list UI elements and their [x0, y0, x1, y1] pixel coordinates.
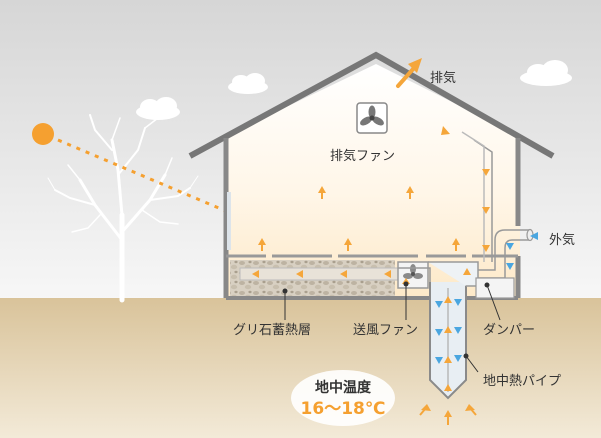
sun-icon [32, 123, 54, 145]
label-damper: ダンパー [483, 323, 535, 338]
cloud-icon [520, 60, 572, 86]
bare-tree-icon [47, 114, 199, 303]
fan-icon [403, 264, 423, 279]
outside-air-pipe [478, 229, 530, 271]
exhaust-fan-icon [356, 102, 388, 134]
pipe-junction [428, 261, 479, 287]
warm-air-arrows [258, 126, 490, 275]
supply-duct [239, 267, 401, 281]
ground-temp-value: 16〜18℃ [301, 399, 386, 419]
ground-heat-arrows [419, 404, 477, 425]
roof [188, 51, 555, 159]
cloud-icon [136, 97, 180, 120]
pipe-flow-arrows [402, 232, 538, 391]
window [227, 192, 231, 250]
ground [0, 298, 601, 438]
label-gravel-layer: グリ石蓄熱層 [233, 323, 311, 338]
leader-lines [284, 284, 501, 373]
sunlight-ray [57, 138, 286, 238]
label-outside-air: 外気 [549, 232, 575, 248]
ground-temperature-panel: 地中温度 16〜18℃ [291, 370, 395, 426]
cloud-icon [228, 73, 268, 94]
ground-temp-title: 地中温度 [315, 379, 372, 396]
label-supply-fan: 送風ファン [353, 323, 418, 338]
label-exhaust-fan: 排気ファン [330, 148, 395, 164]
damper-box [475, 277, 515, 299]
label-exhaust: 排気 [430, 70, 456, 86]
label-ground-heat-pipe: 地中熱パイプ [483, 374, 561, 389]
house-interior [226, 64, 520, 298]
exhaust-arrow [396, 58, 422, 88]
gravel-flow-arrows [252, 270, 391, 278]
return-duct-inner [461, 131, 485, 262]
